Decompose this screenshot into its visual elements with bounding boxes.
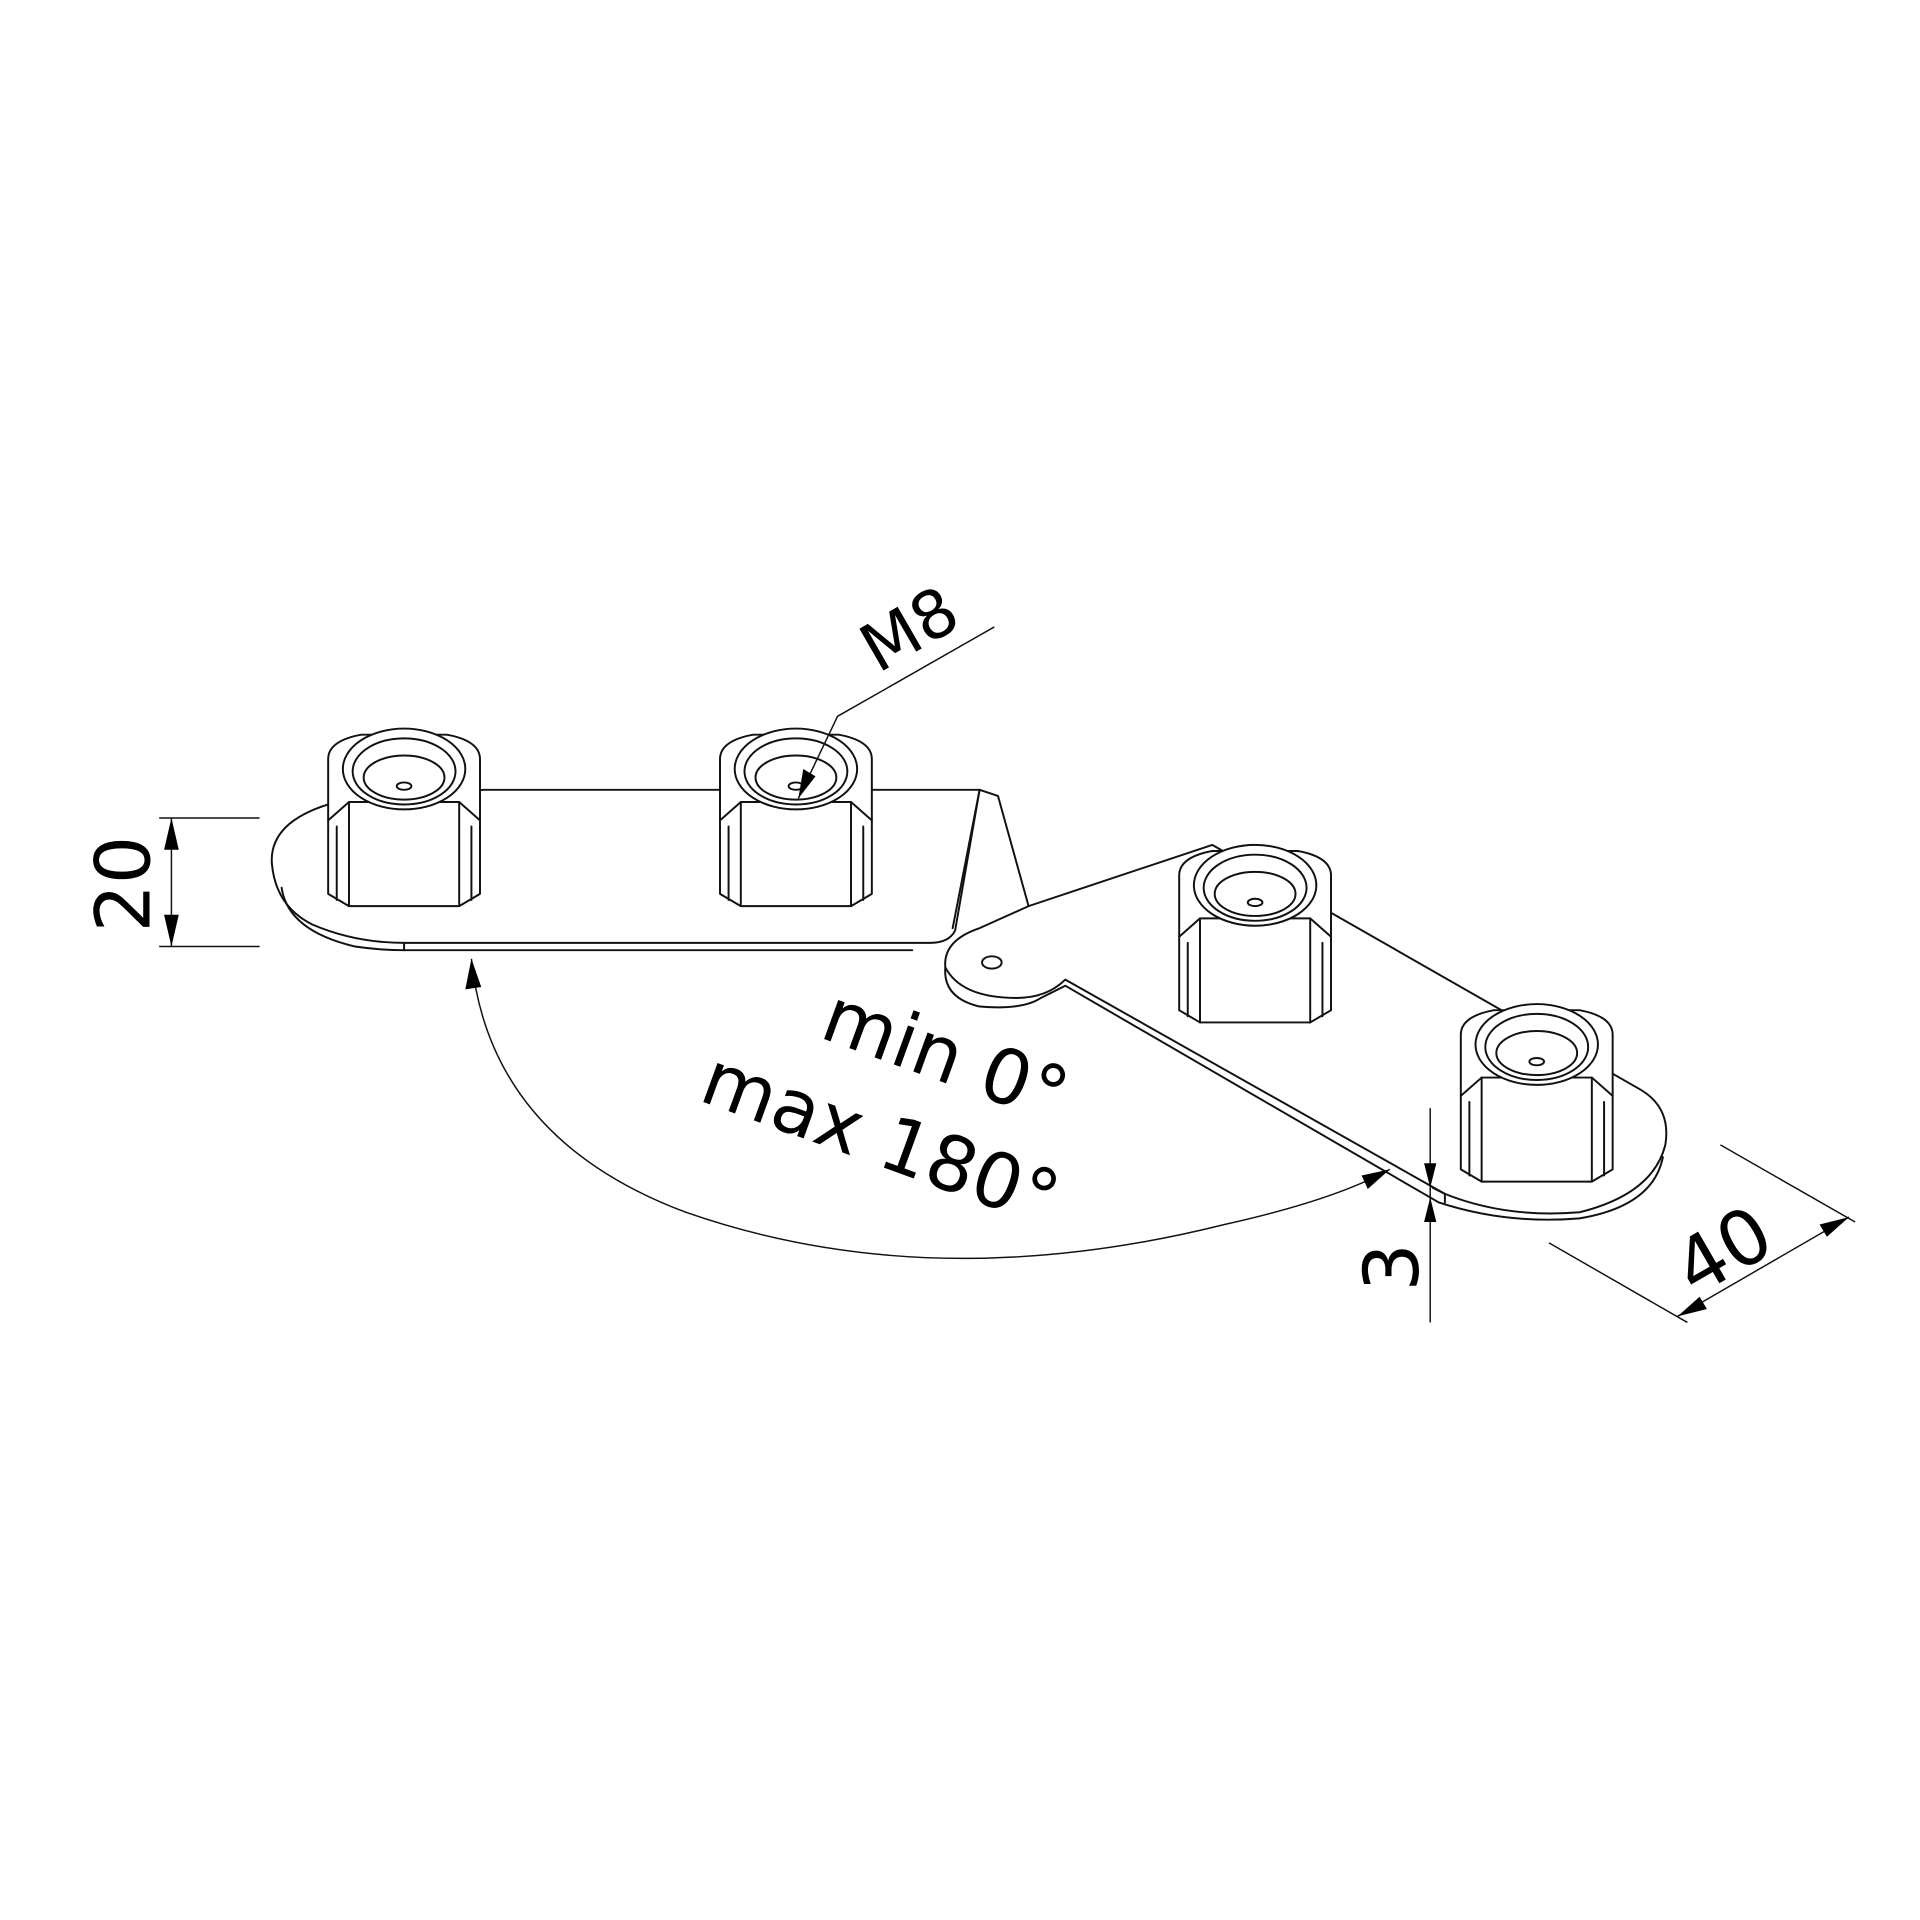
width-label: 40 xyxy=(1660,1189,1788,1314)
hex-nut-4 xyxy=(1459,1003,1614,1183)
thickness-dimension: 3 xyxy=(1348,1108,1437,1323)
thickness-label: 3 xyxy=(1348,1243,1436,1291)
height-label: 20 xyxy=(79,836,167,933)
hex-nut-3 xyxy=(1178,843,1332,1024)
hex-nut-1 xyxy=(327,727,481,908)
height-dimension: 20 xyxy=(79,817,260,948)
pivot-hole xyxy=(981,955,1003,970)
thread-label: M8 xyxy=(847,571,971,687)
hex-nut-2 xyxy=(719,727,873,908)
